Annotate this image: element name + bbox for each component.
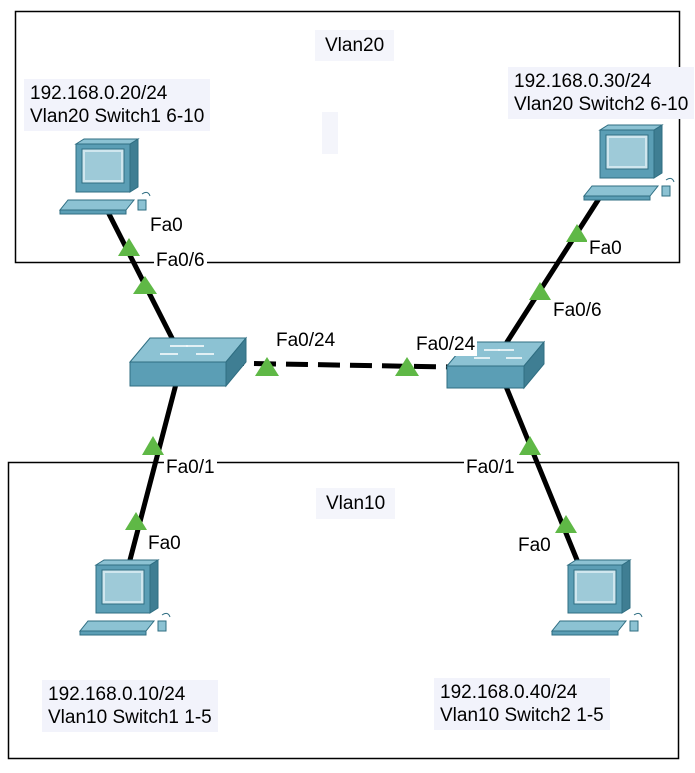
triangle-up-icon <box>566 224 588 242</box>
link-pc3-sw1[interactable] <box>127 381 179 563</box>
triangle-up-icon <box>555 515 577 533</box>
pc4-port-label: Fa0 <box>516 534 553 557</box>
sw1-port-trunk-label: Fa0/24 <box>274 329 338 352</box>
sw2-port-vlan20-label: Fa0/6 <box>551 299 604 322</box>
triangle-up-icon <box>519 436 541 455</box>
pc3-icon[interactable] <box>79 559 171 636</box>
link-pc2-sw2[interactable] <box>504 194 603 345</box>
link-status-indicators <box>118 224 588 533</box>
pc4-desc: Vlan10 Switch2 1-5 <box>440 705 604 726</box>
vlan20-title: Vlan20 <box>315 30 395 61</box>
links <box>105 194 603 563</box>
pc2-desc: Vlan20 Switch2 6-10 <box>514 94 689 115</box>
sw2-port-vlan10-label: Fa0/1 <box>464 456 517 479</box>
vlan20-zone <box>14 10 681 264</box>
triangle-up-icon <box>395 357 419 376</box>
pc3-ip: 192.168.0.10/24 <box>48 684 186 705</box>
pc2-ip: 192.168.0.30/24 <box>514 71 652 92</box>
triangle-up-icon <box>529 282 551 300</box>
triangle-up-icon <box>125 512 147 530</box>
pc2-port-label: Fa0 <box>587 237 624 260</box>
pc3-desc: Vlan10 Switch1 1-5 <box>48 707 212 728</box>
pc1-port-label: Fa0 <box>148 214 185 237</box>
pc1-desc: Vlan20 Switch1 6-10 <box>30 106 205 127</box>
pc1-ip: 192.168.0.20/24 <box>30 83 168 104</box>
sw1-port-vlan10-label: Fa0/1 <box>164 456 217 479</box>
link-trunk[interactable] <box>221 360 451 370</box>
pc4-ip: 192.168.0.40/24 <box>440 682 578 703</box>
switch1-icon[interactable] <box>128 336 248 388</box>
placeholder-block <box>322 112 338 154</box>
pc4-icon[interactable] <box>551 559 643 636</box>
triangle-up-icon <box>118 238 140 256</box>
pc3-port-label: Fa0 <box>146 532 183 555</box>
triangle-up-icon <box>255 357 279 376</box>
sw1-port-vlan20-label: Fa0/6 <box>154 249 207 272</box>
pc2-icon[interactable] <box>583 124 675 201</box>
pc1-icon[interactable] <box>59 138 151 215</box>
pc2-info: 192.168.0.30/24 Vlan20 Switch2 6-10 <box>508 67 695 119</box>
pc1-info: 192.168.0.20/24 Vlan20 Switch1 6-10 <box>24 79 211 131</box>
sw2-port-trunk-label: Fa0/24 <box>414 333 478 356</box>
vlan10-zone <box>7 461 680 760</box>
pc4-info: 192.168.0.40/24 Vlan10 Switch2 1-5 <box>434 678 610 730</box>
vlan10-title: Vlan10 <box>316 488 396 519</box>
pc3-info: 192.168.0.10/24 Vlan10 Switch1 1-5 <box>42 680 218 732</box>
triangle-up-icon <box>142 436 164 455</box>
triangle-up-icon <box>133 276 157 294</box>
link-pc1-sw1[interactable] <box>105 209 177 345</box>
